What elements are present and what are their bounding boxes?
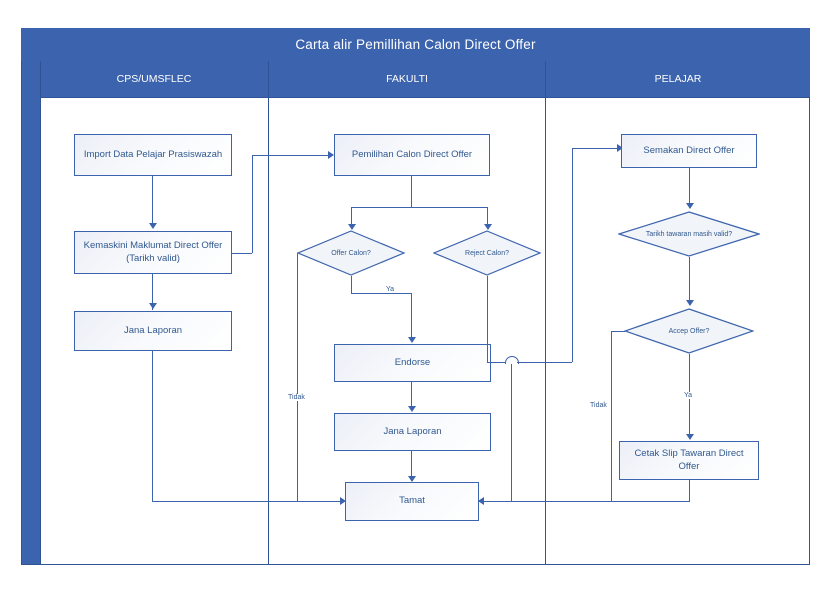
diagram-title: Carta alir Pemillihan Calon Direct Offer: [21, 28, 810, 61]
node-tamat[interactable]: Tamat: [345, 482, 479, 521]
diamond-shape-icon: [624, 308, 754, 354]
arrowhead-offer-ya-to-endorse: [408, 337, 416, 343]
lane-separator-fakulti-pelajar: [545, 61, 546, 564]
decision-offer-calon-label: Offer Calon?: [331, 249, 371, 257]
edge-label-accep-tidak: Tidak: [589, 402, 608, 409]
edge-semakan-to-tarikh: [689, 168, 690, 208]
edge-pemilihan-down: [411, 176, 412, 207]
node-import-data[interactable]: Import Data Pelajar Prasiswazah: [74, 134, 232, 176]
arrowhead-semakan-to-tarikh: [686, 203, 694, 209]
decision-offer-calon[interactable]: Offer Calon?: [297, 230, 405, 276]
node-kemaskini[interactable]: Kemaskini Maklumat Direct Offer (Tarikh …: [74, 231, 232, 274]
edge-label-offer-ya: Ya: [385, 286, 396, 293]
diamond-shape-icon: [618, 211, 760, 257]
edge-accep-tidak-h: [611, 331, 625, 332]
edge-offer-ya-v1: [351, 276, 352, 293]
decision-tarikh-valid[interactable]: Tarikh tawaran masih valid?: [618, 211, 760, 257]
arrowhead-accep-ya-to-cetak: [686, 434, 694, 440]
lane-header-fakulti: FAKULTI: [268, 61, 545, 97]
edge-offer-tidak-v: [297, 253, 298, 501]
arrowhead-tarikh-to-accep: [686, 300, 694, 306]
edge-jana-fakulti-to-tamat: [411, 451, 412, 481]
edge-kemaskini-to-pemilihan-h: [252, 155, 330, 156]
edge-kemaskini-out-v: [252, 155, 253, 253]
arrowhead-to-reject-calon: [484, 224, 492, 230]
edge-reject-v1: [487, 276, 488, 362]
edge-endorse-to-jana: [411, 382, 412, 410]
diamond-shape-icon: [297, 230, 405, 276]
arrowhead-to-offer-calon: [348, 224, 356, 230]
edge-label-offer-tidak: Tidak: [287, 394, 306, 401]
lane-header-pelajar: PELAJAR: [545, 61, 810, 97]
lane-separator-left: [40, 61, 41, 564]
edge-endorse-to-semakan-h: [572, 148, 620, 149]
arrowhead-to-semakan: [617, 144, 623, 152]
edge-tarikh-to-accep: [689, 257, 690, 305]
edge-kemaskini-to-jana: [152, 274, 153, 310]
edge-label-accep-ya: Ya: [683, 392, 694, 399]
arrowhead-kemaskini-to-jana: [149, 303, 157, 309]
left-accent-strip: [22, 29, 40, 564]
node-pemilihan[interactable]: Pemilihan Calon Direct Offer: [334, 134, 490, 176]
lane-header-underline: [40, 97, 810, 98]
arrowhead-cetak-to-tamat: [478, 497, 484, 505]
decision-reject-calon[interactable]: Reject Calon?: [433, 230, 541, 276]
edge-offer-ya-v2: [411, 293, 412, 340]
decision-reject-calon-label: Reject Calon?: [465, 249, 509, 257]
edge-offer-ya-h: [351, 293, 411, 294]
line-hop-icon: [505, 356, 519, 364]
edge-cetak-to-tamat: [487, 501, 690, 502]
diamond-shape-icon: [433, 230, 541, 276]
node-jana-laporan-cps[interactable]: Jana Laporan: [74, 311, 232, 351]
lane-separator-cps-fakulti: [268, 61, 269, 564]
edge-accep-tidak-v: [611, 331, 612, 501]
edge-jana-cps-to-tamat: [152, 501, 342, 502]
node-endorse[interactable]: Endorse: [334, 344, 491, 382]
edge-import-to-kemaskini: [152, 176, 153, 224]
edge-endorse-right-a: [491, 362, 511, 363]
arrowhead-jana-fakulti-to-tamat: [408, 476, 416, 482]
edge-reject-v2: [511, 362, 512, 501]
lane-header-cps: CPS/UMSFLEC: [40, 61, 268, 97]
node-jana-laporan-fakulti[interactable]: Jana Laporan: [334, 413, 491, 451]
arrowhead-kemaskini-to-pemilihan: [328, 151, 334, 159]
decision-tarikh-valid-label: Tarikh tawaran masih valid?: [645, 230, 733, 238]
edge-pemilihan-split: [351, 207, 487, 208]
edge-endorse-right-b: [517, 362, 572, 363]
arrowhead-import-to-kemaskini: [149, 223, 157, 229]
edge-offer-tidak-h: [297, 501, 342, 502]
decision-accep-offer[interactable]: Accep Offer?: [624, 308, 754, 354]
edge-endorse-to-semakan-v: [572, 148, 573, 362]
edge-kemaskini-out-h: [232, 253, 252, 254]
edge-to-reject-calon: [487, 207, 488, 227]
node-semakan[interactable]: Semakan Direct Offer: [621, 134, 757, 168]
arrowhead-endorse-to-jana: [408, 406, 416, 412]
node-cetak-slip[interactable]: Cetak Slip Tawaran Direct Offer: [619, 441, 759, 480]
edge-jana-cps-down: [152, 351, 153, 501]
decision-accep-offer-label: Accep Offer?: [668, 327, 710, 335]
edge-cetak-down: [689, 480, 690, 501]
edge-to-offer-calon: [351, 207, 352, 227]
arrowhead-jana-cps-to-tamat: [340, 497, 346, 505]
